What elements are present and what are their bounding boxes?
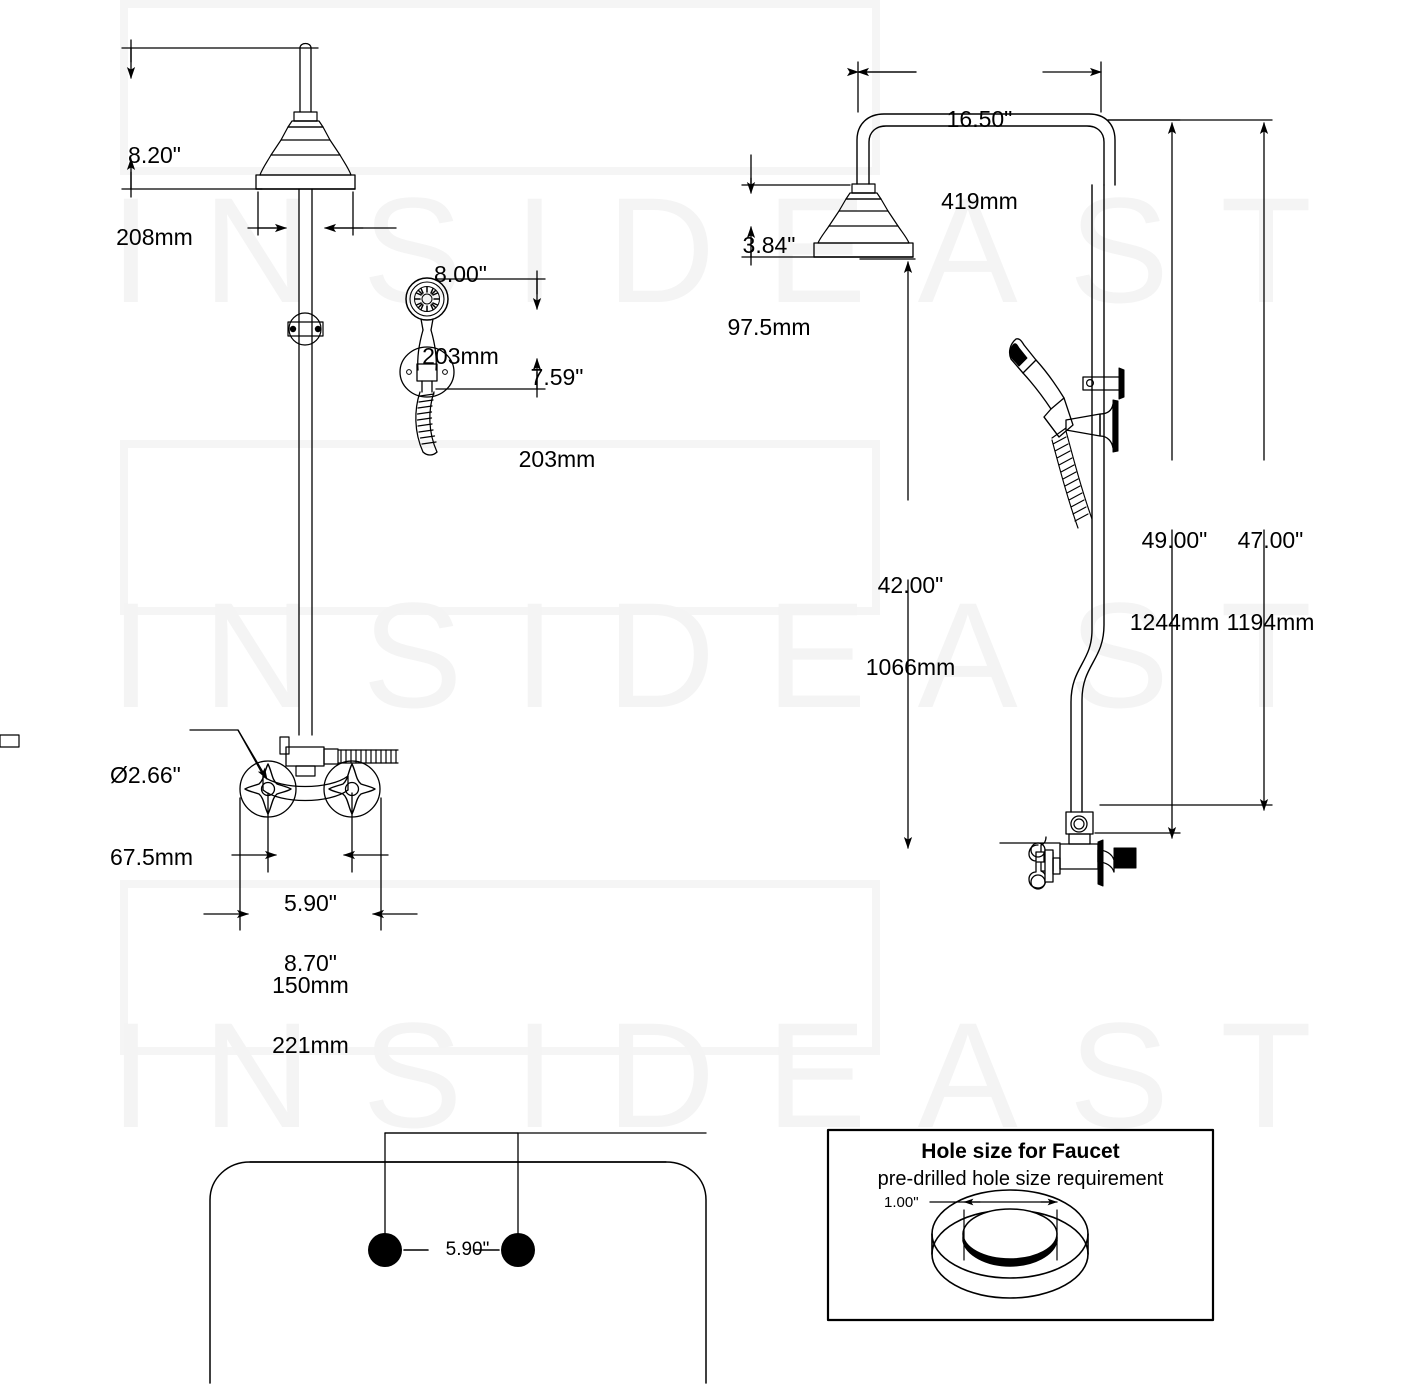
side-rain-shower-head [813,183,914,258]
mounting-hole [368,1233,402,1267]
dim-mm: 97.5mm [727,313,811,340]
dim-inches: 47.00" [1237,527,1304,554]
mounting-hole [501,1233,535,1267]
dim-mm: 221mm [272,1031,349,1058]
dim-label-head-drop: 8.20" 208mm [92,88,217,305]
dim-inches: 3.84" [742,232,796,259]
dim-label-handheld-length: 7.59" 203mm [492,310,622,527]
mounting-layout [209,1132,707,1384]
dim-label-escutcheon-diameter: Ø2.66" 67.5mm [110,708,260,925]
dim-inches: 49.00" [1141,527,1208,554]
dim-label-center-to-center: 5.90" 150mm [248,836,373,1053]
dim-mm: 67.5mm [110,843,194,870]
dim-label-arm-reach: 16.50" 419mm [917,52,1042,269]
dim-mm: 150mm [272,971,349,998]
front-pipe-bracket [287,312,324,346]
dim-inches: 8.00" [434,261,487,288]
hole-panel-title: Hole size for Faucet [921,1140,1120,1163]
dim-label-hole-diameter: 1.00" [884,1194,919,1211]
dim-inches: Ø2.66" [110,762,181,789]
dim-label-head-height: 3.84" 97.5mm [708,178,830,395]
side-holder-bracket-upper [1082,367,1125,400]
dim-mm: 208mm [116,223,193,250]
front-diverter-valve [0,734,399,777]
dim-inches: 16.50" [946,106,1013,133]
dim-inches: 8.20" [128,142,181,169]
dim-mm: 1194mm [1226,608,1315,635]
dim-inches: 7.59" [530,364,584,391]
front-riser-pipe [298,188,313,736]
dim-inches: 5.90" [284,890,337,917]
side-handheld-hose [1051,430,1093,529]
dim-mm: 203mm [422,342,499,369]
side-valve-assembly [1028,811,1137,890]
dim-label-overall-width: 8.70" 221mm [248,896,373,1113]
hole-size-panel [826,1128,1215,1322]
dim-label-overall-height: 49.00" 1244mm [1112,473,1237,690]
front-flexible-hose [337,749,399,764]
front-top-supply-pipe [299,42,312,113]
side-view-dimensions [741,61,1273,849]
side-handheld-shower [1008,338,1093,529]
dim-mm: 203mm [518,445,596,472]
dim-mm: 419mm [941,187,1018,214]
front-handheld-shower [399,277,455,456]
front-view-assembly [0,42,455,818]
hole-panel-subtitle: pre-drilled hole size requirement [877,1168,1164,1190]
dim-label-valve-to-head: 42.00" 1066mm [848,518,973,735]
side-riser-pipe [1070,184,1105,813]
dim-mm: 1244mm [1129,608,1220,635]
dim-label-hole-spacing: 5.90" [445,1239,490,1260]
dim-label-head-diameter: 8.00" 203mm [398,207,523,424]
side-view-assembly [813,113,1137,890]
dim-inches: 8.70" [284,950,337,977]
side-holder-bracket-lower [1065,399,1119,453]
dim-inches: 42.00" [877,572,944,599]
dim-mm: 1066mm [865,653,956,680]
front-view-dimensions [121,39,546,931]
side-shower-arm [856,113,1116,186]
dim-label-riser-height: 47.00" 1194mm [1208,473,1333,690]
